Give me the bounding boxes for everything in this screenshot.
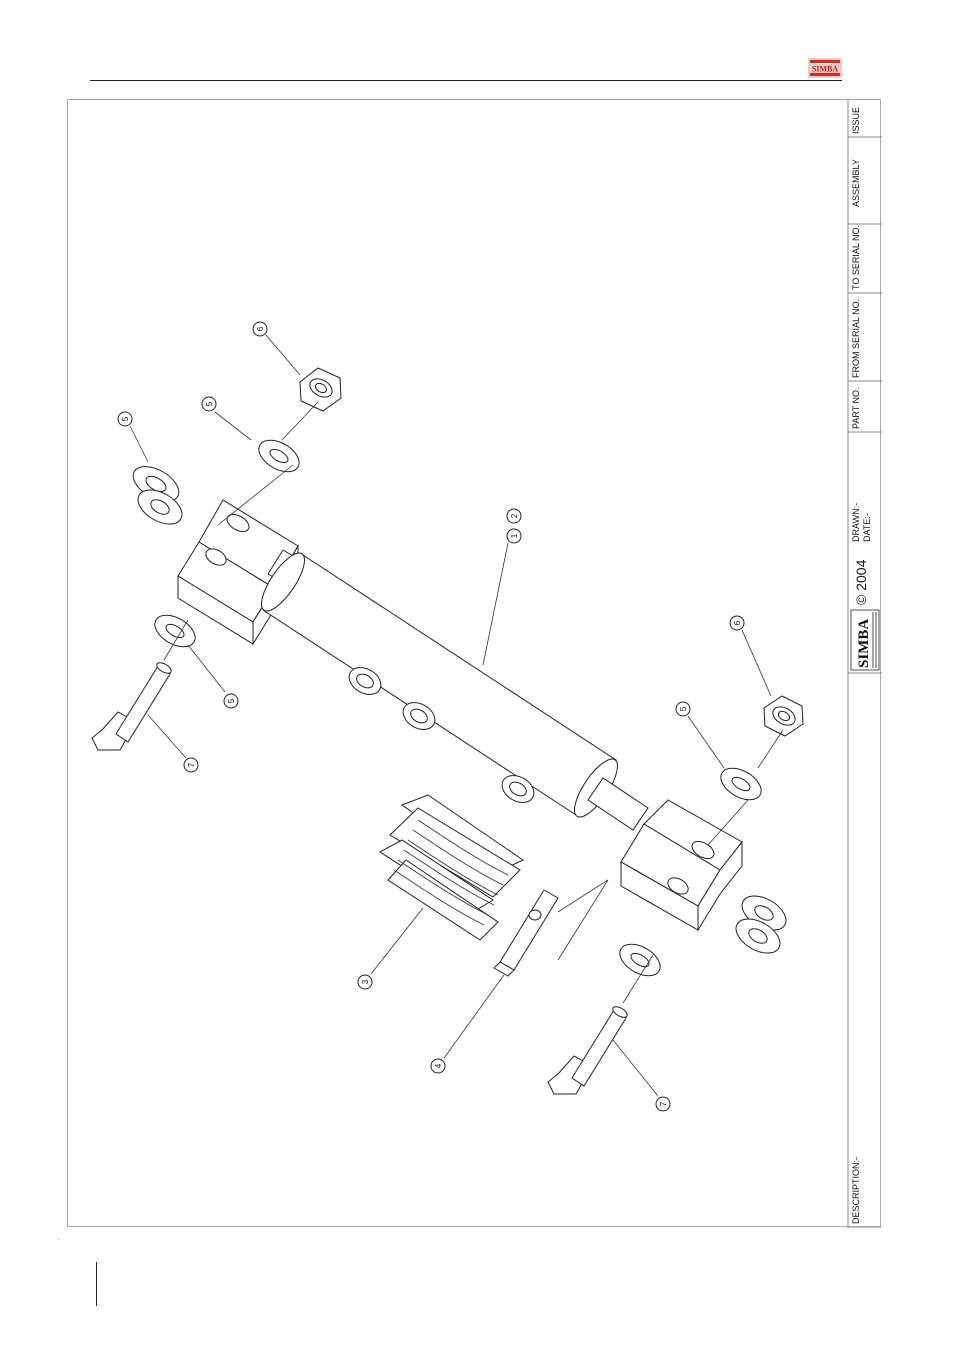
date-label: DATE:- [862,513,872,542]
copyright-text: © 2004 [853,559,869,605]
simba-logo-icon: SIMBA [808,58,842,78]
svg-text:5: 5 [227,698,236,703]
description-label: DESCRIPTION:- [851,1157,861,1224]
svg-text:3: 3 [361,979,370,984]
header-logo-text: SIMBA [812,65,838,74]
assembly-label: ASSEMBLY [851,159,861,207]
footer-mark: . [58,1236,60,1242]
cylinder-tube [254,547,648,830]
clip-ring [494,880,608,976]
to-serial-label: TO SERIAL NO. [851,225,861,290]
from-serial-label: FROM SERIAL NO. [851,299,861,378]
footer-rule [96,1262,97,1306]
svg-text:7: 7 [659,1101,668,1106]
svg-text:4: 4 [434,1063,443,1068]
svg-text:5: 5 [679,706,688,711]
svg-text:1: 1 [510,533,519,538]
svg-text:7: 7 [187,762,196,767]
svg-text:5: 5 [121,416,130,421]
title-block: ISSUE ASSEMBLY TO SERIAL NO. FROM SERIAL… [848,100,882,1228]
simba-title-logo-icon: SIMBA [851,610,879,670]
issue-label: ISSUE [851,107,861,134]
title-logo-text: SIMBA [856,619,872,668]
exploded-assembly-drawing: ISSUE ASSEMBLY TO SERIAL NO. FROM SERIAL… [68,100,882,1228]
drawn-label: DRAWN:- [851,503,861,542]
svg-text:6: 6 [256,326,265,331]
svg-text:2: 2 [510,513,519,518]
svg-text:5: 5 [205,401,214,406]
stop-clip-stack [380,795,523,940]
cylinder-body [263,555,616,815]
lower-pin-bolt-shank [572,1010,626,1086]
drawing-sheet: ISSUE ASSEMBLY TO SERIAL NO. FROM SERIAL… [67,99,881,1227]
svg-text:6: 6 [733,620,742,625]
part-no-label: PART NO. [851,387,861,429]
header-rule [90,80,842,81]
